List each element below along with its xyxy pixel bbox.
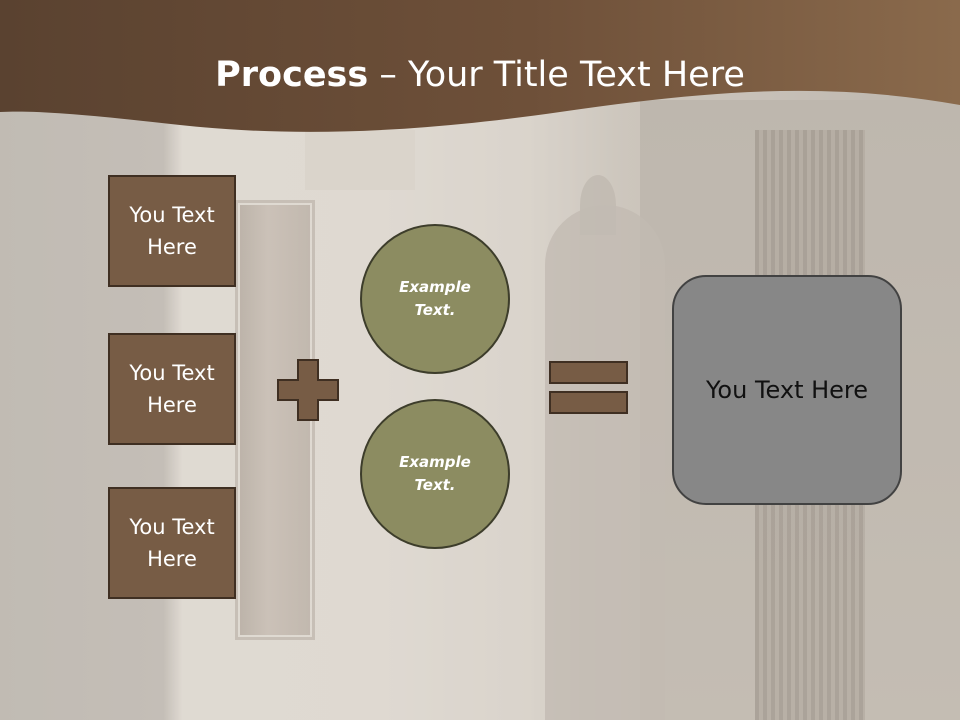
equals-icon bbox=[549, 361, 628, 414]
background-dome bbox=[580, 175, 616, 235]
example-circle-label: Example Text. bbox=[399, 278, 471, 319]
input-box-label: You Text Here bbox=[129, 515, 215, 571]
example-circle-label: Example Text. bbox=[399, 453, 471, 494]
header-wave bbox=[0, 0, 960, 132]
result-box[interactable]: You Text Here bbox=[672, 275, 902, 505]
result-box-label: You Text Here bbox=[705, 376, 869, 404]
example-circle-1[interactable]: Example Text. bbox=[360, 224, 510, 374]
example-circle-2[interactable]: Example Text. bbox=[360, 399, 510, 549]
background-arch bbox=[545, 205, 665, 720]
input-box-label: You Text Here bbox=[129, 203, 215, 259]
background-ledge bbox=[305, 130, 415, 190]
input-box-2[interactable]: You Text Here bbox=[108, 333, 236, 445]
input-box-label: You Text Here bbox=[129, 361, 215, 417]
page-title[interactable]: Process – Your Title Text Here bbox=[0, 50, 960, 100]
input-box-3[interactable]: You Text Here bbox=[108, 487, 236, 599]
header-band bbox=[0, 0, 960, 132]
input-box-1[interactable]: You Text Here bbox=[108, 175, 236, 287]
title-bold: Process bbox=[215, 55, 369, 95]
plus-icon bbox=[277, 359, 339, 421]
title-rest: – Your Title Text Here bbox=[368, 55, 745, 95]
